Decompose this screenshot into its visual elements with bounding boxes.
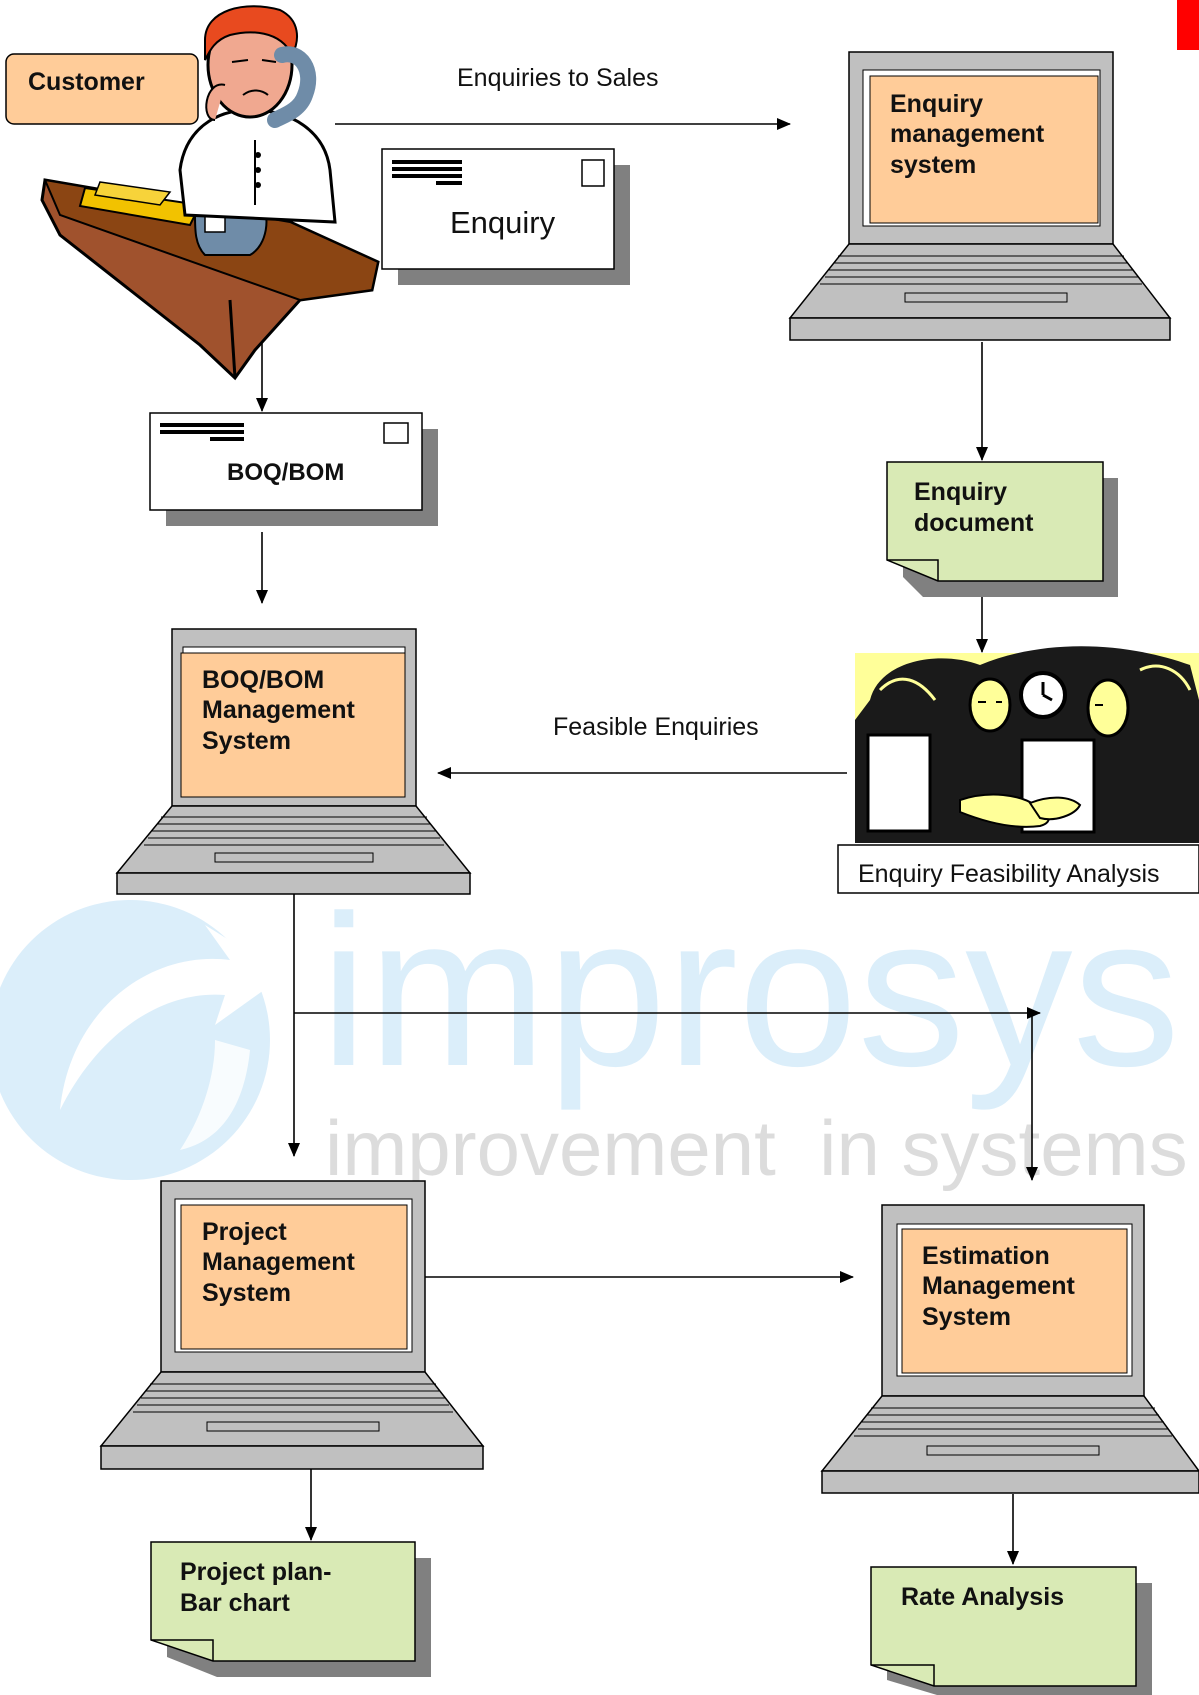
corner-mark xyxy=(1177,0,1199,50)
project-management-laptop: Project Management System xyxy=(99,1180,485,1470)
project-system-label-line-2: Management xyxy=(202,1248,355,1276)
enquiry-system-label-line-2: management xyxy=(890,120,1045,148)
boq-system-label-line-2: Management xyxy=(202,696,355,724)
estimation-system-label-line-3: System xyxy=(922,1303,1011,1331)
project-system-label-line-1: Project xyxy=(202,1218,287,1246)
enquiry-envelope-label: Enquiry xyxy=(450,205,556,240)
enquiry-management-laptop: Enquiry management system xyxy=(788,51,1172,341)
watermark-logo-icon xyxy=(0,900,285,1180)
watermark: improsys improvement in systems xyxy=(0,870,1188,1192)
estimation-management-laptop: Estimation Management System xyxy=(820,1204,1199,1494)
connectors xyxy=(256,118,1041,1565)
enquiry-document-line-1: Enquiry xyxy=(914,478,1007,506)
customer-label: Customer xyxy=(28,68,145,96)
watermark-tagline: improvement in systems xyxy=(325,1104,1188,1192)
project-plan-note: Project plan- Bar chart xyxy=(150,1541,431,1677)
estimation-system-label-line-2: Management xyxy=(922,1272,1075,1300)
rate-analysis-line-1: Rate Analysis xyxy=(901,1583,1064,1611)
project-plan-line-1: Project plan- xyxy=(180,1558,331,1586)
estimation-system-label-line-1: Estimation xyxy=(922,1242,1050,1270)
boq-envelope-label: BOQ/BOM xyxy=(227,459,344,486)
feasibility-caption-box xyxy=(837,844,1199,894)
customer-label-box xyxy=(5,53,199,125)
enquiry-document-line-2: document xyxy=(914,509,1034,537)
enquiry-envelope: Enquiry xyxy=(381,148,630,285)
label-feasible-enquiries: Feasible Enquiries xyxy=(553,713,759,741)
project-plan-line-2: Bar chart xyxy=(180,1589,290,1617)
project-system-label-line-3: System xyxy=(202,1279,291,1307)
enquiry-document-note: Enquiry document xyxy=(886,461,1118,597)
enquiry-system-label-line-1: Enquiry xyxy=(890,90,983,118)
customer-clipart-icon xyxy=(40,5,380,381)
label-enquiries-to-sales: Enquiries to Sales xyxy=(457,64,659,92)
boq-management-laptop: BOQ/BOM Management System xyxy=(115,628,472,895)
boq-envelope: BOQ/BOM xyxy=(149,412,438,526)
feasibility-caption: Enquiry Feasibility Analysis xyxy=(858,860,1160,888)
enquiry-system-label-line-3: system xyxy=(890,151,976,179)
watermark-brand: improsys xyxy=(320,870,1180,1111)
boq-system-label-line-3: System xyxy=(202,727,291,755)
boq-system-label-line-1: BOQ/BOM xyxy=(202,666,324,694)
rate-analysis-note: Rate Analysis xyxy=(870,1566,1152,1695)
feasibility-analysis-clipart-icon xyxy=(855,646,1199,843)
